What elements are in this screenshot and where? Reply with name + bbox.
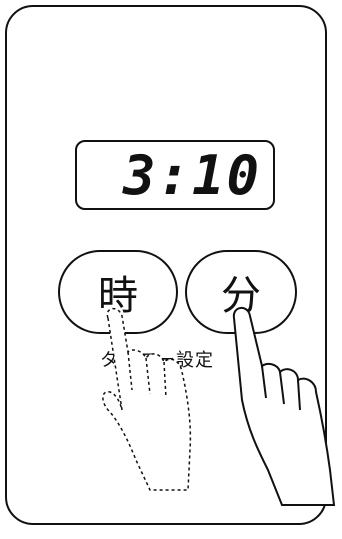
- hour-button[interactable]: 時: [58, 250, 178, 334]
- hour-button-label: 時: [98, 273, 138, 319]
- time-display: 3:10: [75, 140, 275, 210]
- minute-button-label: 分: [221, 273, 261, 319]
- timer-setting-label: タイマー設定: [100, 350, 214, 371]
- minute-button[interactable]: 分: [185, 250, 297, 334]
- time-readout: 3:10: [122, 144, 261, 207]
